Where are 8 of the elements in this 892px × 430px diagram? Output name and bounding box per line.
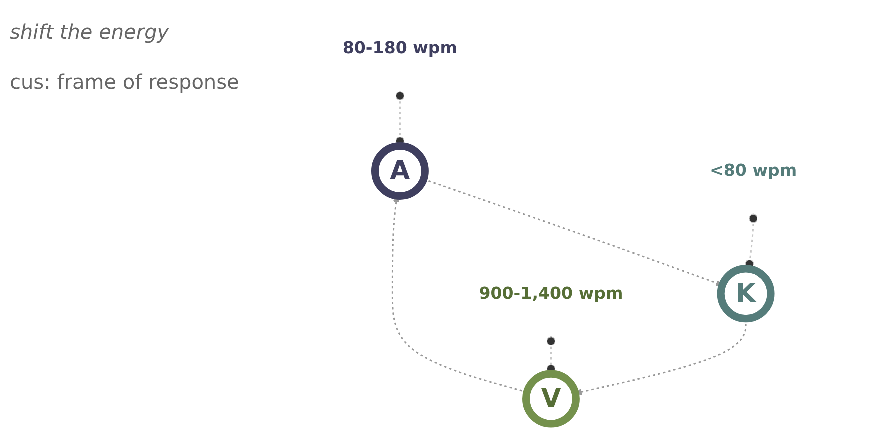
node-text: <80 wpm xyxy=(710,162,798,181)
node-text: 80-180 wpm xyxy=(342,39,458,58)
note-text: shift the energy xyxy=(10,20,170,44)
node-circle: V xyxy=(522,370,580,428)
node-text: 900-1,400 wpm xyxy=(479,284,624,304)
node-circle: K xyxy=(717,265,775,323)
node-circle: A xyxy=(372,142,429,200)
note-text: cus: frame of response xyxy=(10,70,240,94)
